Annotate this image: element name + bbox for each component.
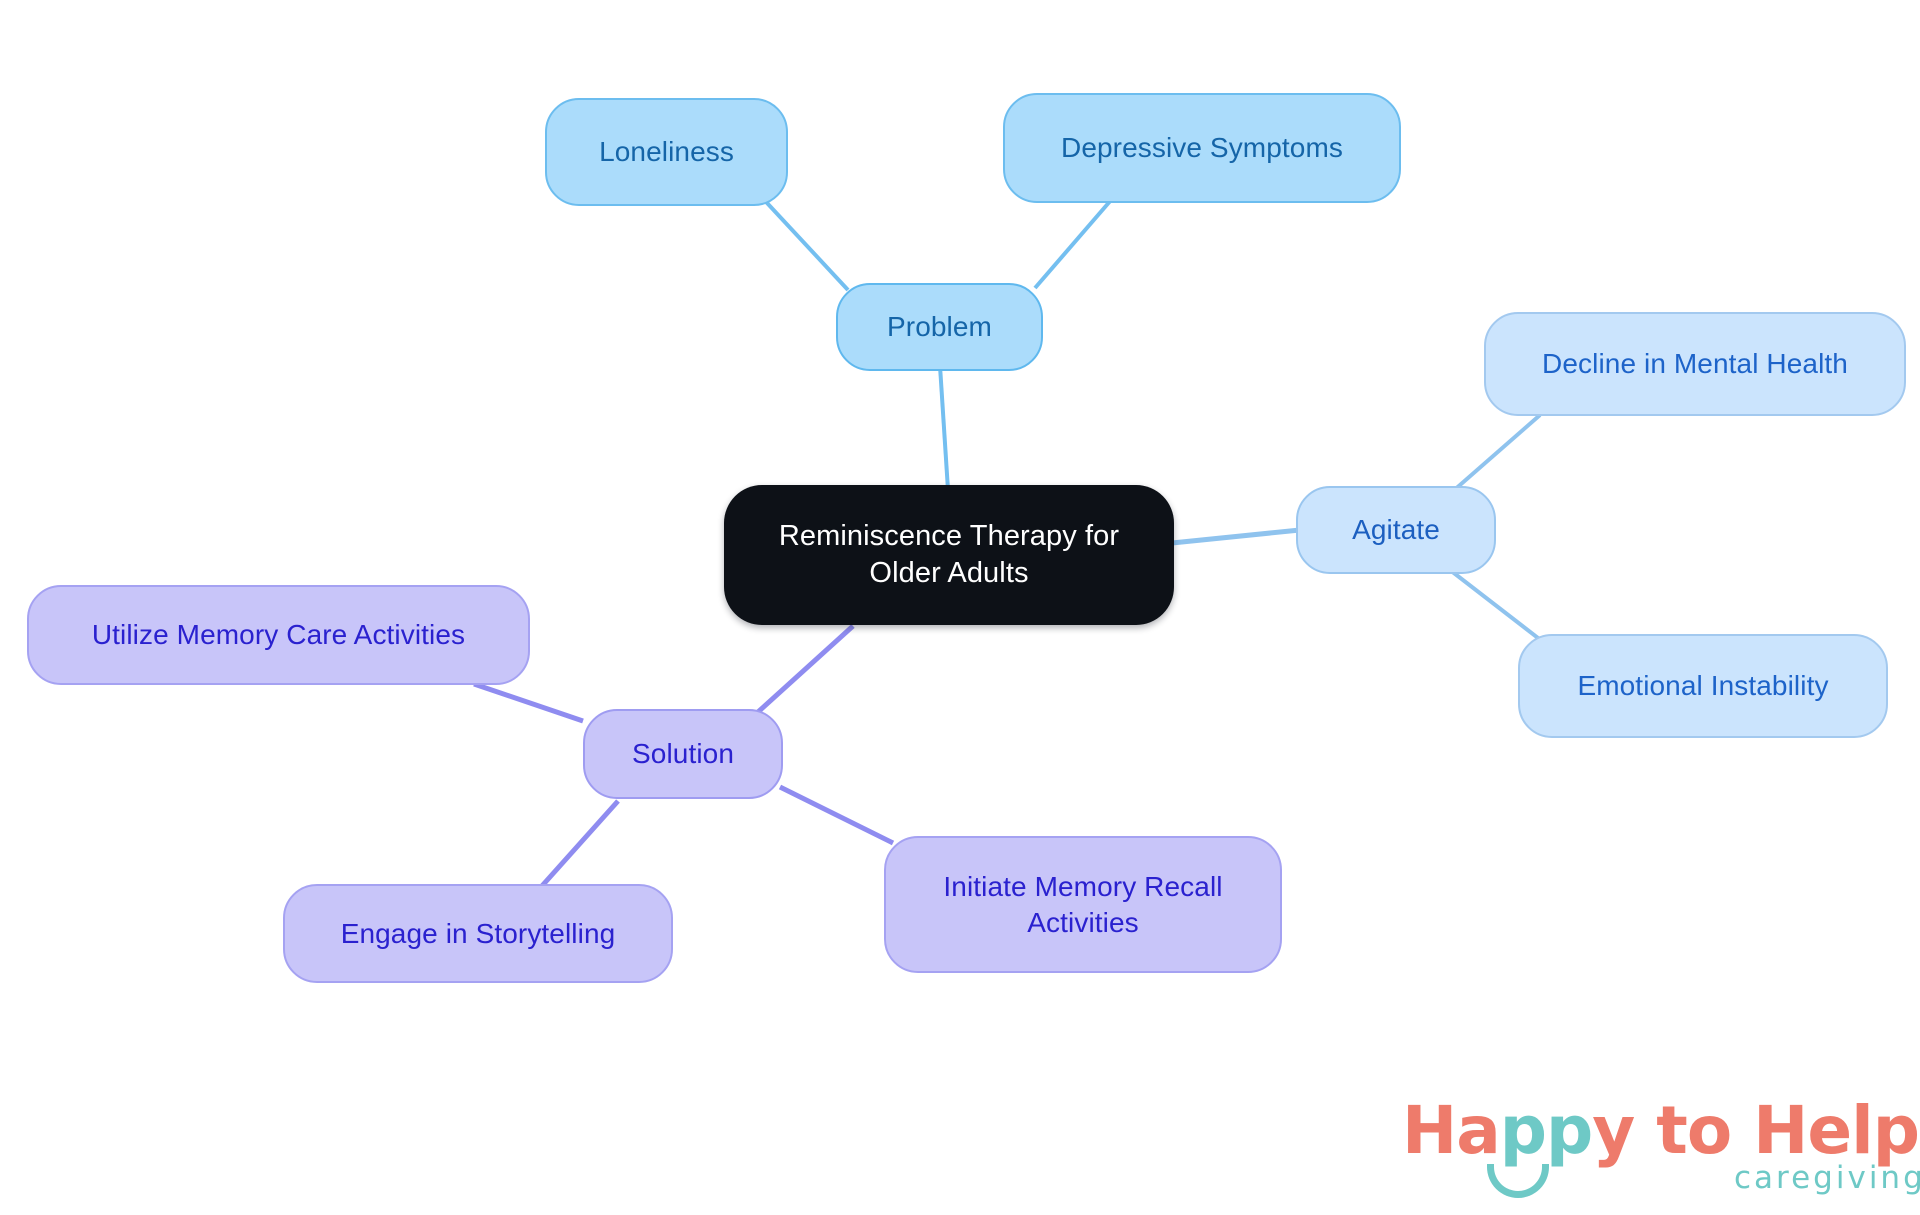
leaf-node-emotional-instability[interactable]: Emotional Instability <box>1518 634 1888 738</box>
leaf-node-depressive-symptoms[interactable]: Depressive Symptoms <box>1003 93 1401 203</box>
edge-problem-loneliness <box>753 188 850 292</box>
leaf-node-utilize-memory-care-activities-label: Utilize Memory Care Activities <box>91 619 466 651</box>
branch-node-problem[interactable]: Problem <box>836 283 1043 371</box>
logo-word-part-3: y to Help <box>1592 1092 1920 1169</box>
leaf-node-emotional-instability-label: Emotional Instability <box>1577 670 1829 702</box>
root-node-label: Reminiscence Therapy for Older Adults <box>778 519 1120 589</box>
edge-root-solution <box>756 624 855 714</box>
smile-arc-icon <box>1487 1164 1549 1198</box>
branch-node-solution-label: Solution <box>632 738 734 770</box>
logo-word-part-2: pp <box>1499 1092 1593 1169</box>
leaf-node-utilize-memory-care-activities[interactable]: Utilize Memory Care Activities <box>27 585 530 685</box>
branch-node-agitate-label: Agitate <box>1352 514 1440 546</box>
edge-root-problem <box>938 365 950 491</box>
leaf-node-initiate-memory-recall-activities[interactable]: Initiate Memory Recall Activities <box>884 836 1282 973</box>
logo-tagline: caregiving <box>1734 1160 1920 1196</box>
branch-node-problem-label: Problem <box>887 311 992 343</box>
branch-node-agitate[interactable]: Agitate <box>1296 486 1496 574</box>
leaf-node-depressive-symptoms-label: Depressive Symptoms <box>1061 132 1343 164</box>
edge-solution-storytell <box>539 799 620 889</box>
root-node[interactable]: Reminiscence Therapy for Older Adults <box>724 485 1174 625</box>
edge-solution-utilize <box>473 681 584 724</box>
branch-node-solution[interactable]: Solution <box>583 709 783 799</box>
leaf-node-engage-in-storytelling[interactable]: Engage in Storytelling <box>283 884 673 983</box>
leaf-node-decline-in-mental-health[interactable]: Decline in Mental Health <box>1484 312 1906 416</box>
logo-word-part-1: Ha <box>1402 1092 1501 1169</box>
logo-wordmark: Happy to Help <box>1402 1092 1920 1169</box>
leaf-node-loneliness[interactable]: Loneliness <box>545 98 788 206</box>
edge-agitate-decline <box>1450 413 1542 494</box>
edge-problem-depressive <box>1033 190 1120 290</box>
leaf-node-loneliness-label: Loneliness <box>599 136 734 168</box>
leaf-node-decline-in-mental-health-label: Decline in Mental Health <box>1542 348 1848 380</box>
leaf-node-initiate-memory-recall-activities-label: Initiate Memory Recall Activities <box>943 870 1223 938</box>
edge-root-agitate <box>1171 527 1301 546</box>
brand-logo: Happy to Help caregiving <box>1402 1092 1920 1204</box>
edge-solution-recall <box>778 784 895 846</box>
leaf-node-engage-in-storytelling-label: Engage in Storytelling <box>340 917 616 949</box>
